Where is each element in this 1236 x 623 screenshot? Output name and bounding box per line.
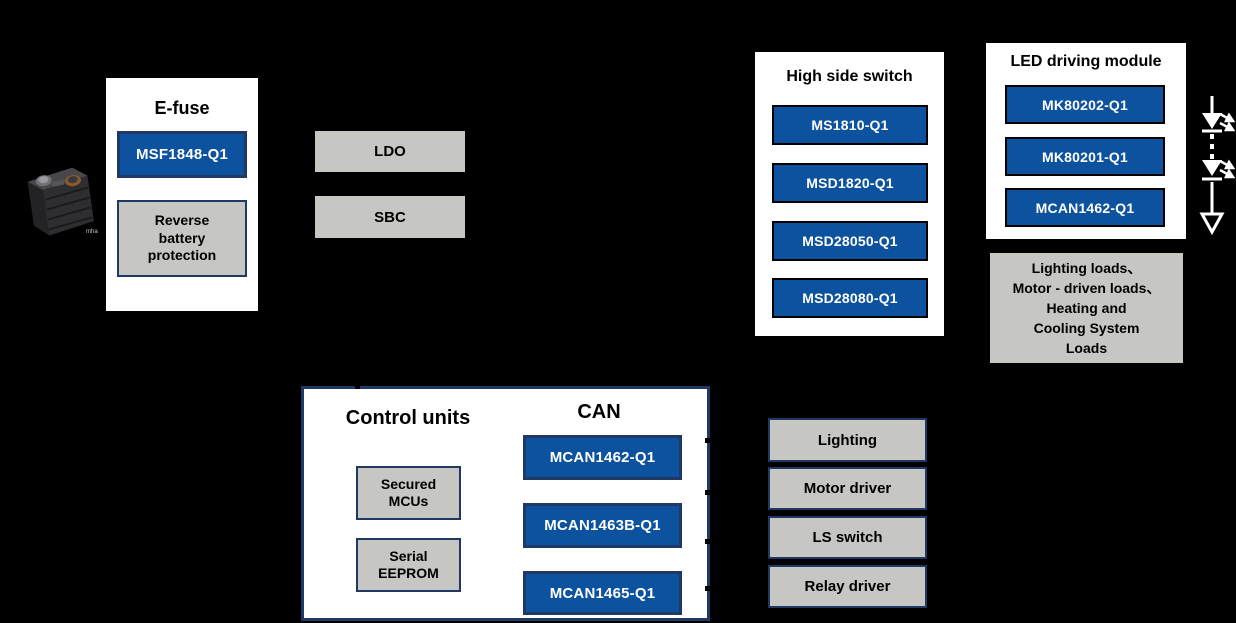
- loads-summary-line: Cooling System: [1033, 320, 1140, 336]
- led-driving-module-title: LED driving module: [1010, 53, 1162, 70]
- secured-mcus-line: Secured: [380, 475, 437, 492]
- led-driving-module-panel: LED driving module MK80202-Q1 MK80201-Q1…: [986, 43, 1186, 239]
- chip-mk80201-q1[interactable]: MK80201-Q1: [1005, 137, 1165, 176]
- chip-msd28080-q1[interactable]: MSD28080-Q1: [772, 278, 928, 318]
- control-units-panel: Control units CAN Secured MCUs Serial EE…: [301, 386, 710, 621]
- sbc-box[interactable]: SBC: [315, 196, 465, 238]
- battery-photo: [27, 167, 94, 236]
- efuse-title: E-fuse: [154, 98, 210, 118]
- loads-summary-box: Lighting loads、 Motor - driven loads、 He…: [990, 253, 1183, 363]
- loads-summary-line: Heating and: [1046, 300, 1127, 316]
- reverse-battery-protection-box: Reverse battery protection: [117, 200, 247, 277]
- chip-mcan1465-q1[interactable]: MCAN1465-Q1: [523, 571, 682, 615]
- load-button-ls-switch[interactable]: LS switch: [768, 516, 927, 559]
- control-units-title: Control units: [345, 407, 471, 429]
- chip-msd1820-q1[interactable]: MSD1820-Q1: [772, 163, 928, 203]
- chip-mcan1462-q1-led[interactable]: MCAN1462-Q1: [1005, 188, 1165, 227]
- connector-stub: [355, 383, 360, 389]
- chip-mk80202-q1[interactable]: MK80202-Q1: [1005, 85, 1165, 124]
- loads-summary-line: Lighting loads、: [1031, 260, 1142, 276]
- load-button-lighting[interactable]: Lighting: [768, 418, 927, 462]
- led-string-icon: [1199, 96, 1236, 236]
- chip-mcan1463b-q1[interactable]: MCAN1463B-Q1: [523, 503, 682, 548]
- protection-line: protection: [147, 247, 217, 264]
- battery-watermark: mha: [86, 229, 98, 235]
- loads-summary-line: Motor - driven loads、: [1012, 280, 1161, 296]
- chip-msf1848-q1[interactable]: MSF1848-Q1: [117, 131, 247, 178]
- chip-msd28050-q1[interactable]: MSD28050-Q1: [772, 221, 928, 261]
- efuse-panel: E-fuse MSF1848-Q1 Reverse battery protec…: [106, 78, 258, 311]
- serial-eeprom-box: Serial EEPROM: [356, 538, 461, 592]
- secured-mcus-box: Secured MCUs: [356, 466, 461, 520]
- loads-summary-line: Loads: [1065, 340, 1108, 356]
- connector-stub: [705, 438, 717, 443]
- chip-ms1810-q1[interactable]: MS1810-Q1: [772, 105, 928, 145]
- serial-eeprom-line: Serial: [389, 547, 428, 564]
- load-button-relay-driver[interactable]: Relay driver: [768, 565, 927, 608]
- can-title: CAN: [577, 401, 621, 423]
- high-side-switch-panel: High side switch MS1810-Q1 MSD1820-Q1 MS…: [755, 52, 944, 336]
- protection-line: battery: [158, 229, 206, 246]
- connector-stub: [705, 586, 717, 591]
- chip-mcan1462-q1[interactable]: MCAN1462-Q1: [523, 435, 682, 480]
- load-button-motor-driver[interactable]: Motor driver: [768, 467, 927, 510]
- connector-stub: [705, 539, 717, 544]
- high-side-switch-title: High side switch: [786, 68, 913, 85]
- connector-stub: [705, 490, 717, 495]
- serial-eeprom-line: EEPROM: [378, 565, 439, 581]
- protection-line: Reverse: [154, 212, 210, 229]
- secured-mcus-line: MCUs: [388, 493, 429, 509]
- ldo-box[interactable]: LDO: [315, 131, 465, 172]
